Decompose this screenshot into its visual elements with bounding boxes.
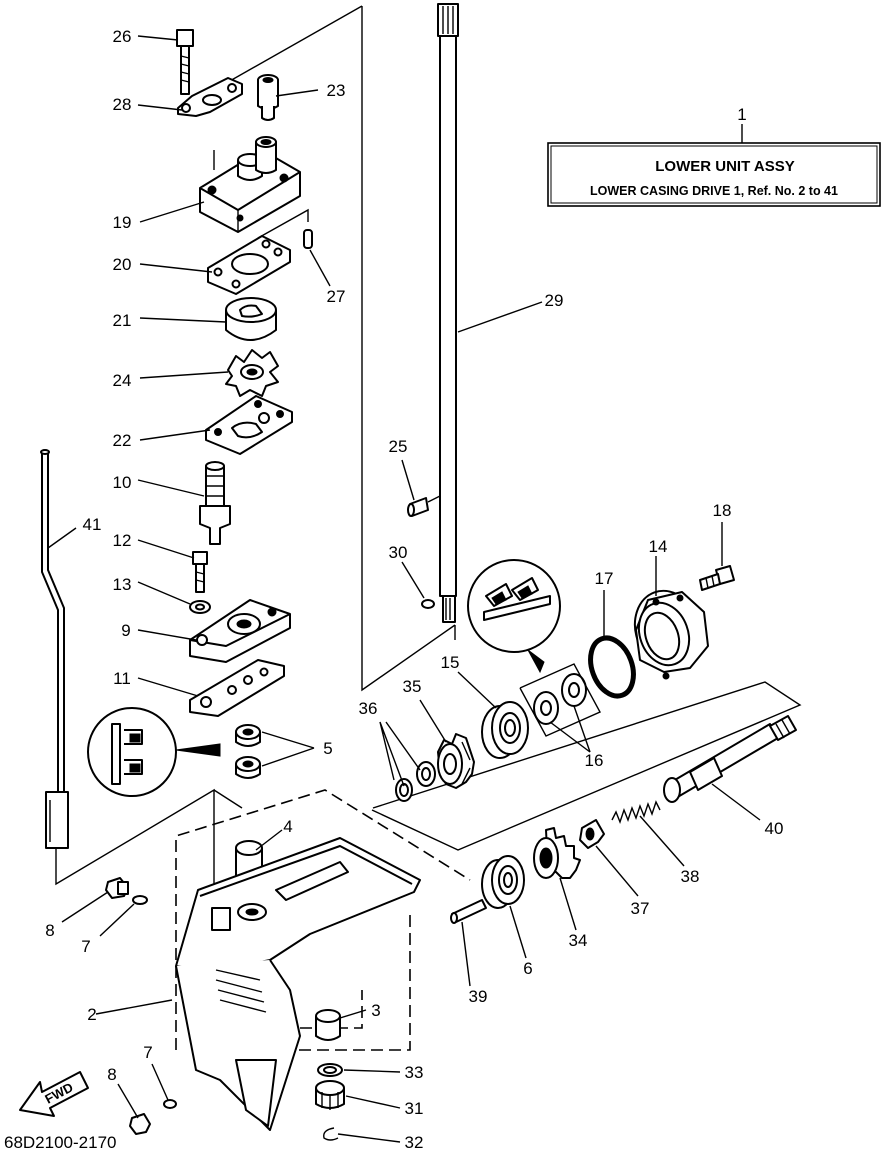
- bolt-18[interactable]: [699, 565, 735, 591]
- callout-2: 2: [87, 1005, 96, 1024]
- needle-bearing-31[interactable]: [315, 1080, 345, 1110]
- outer-plate-22[interactable]: [205, 395, 293, 455]
- title-box: 1 LOWER UNIT ASSY LOWER CASING DRIVE 1, …: [547, 105, 881, 207]
- title-box-subtitle: LOWER CASING DRIVE 1, Ref. No. 2 to 41: [590, 184, 838, 198]
- screw-8-lower[interactable]: [129, 1113, 151, 1135]
- o-ring-17[interactable]: [583, 632, 641, 702]
- pump-housing-19[interactable]: [199, 136, 301, 233]
- callout-33: 33: [405, 1063, 424, 1082]
- cartridge-21[interactable]: [225, 297, 277, 341]
- gasket-11[interactable]: [189, 659, 285, 717]
- callout-15: 15: [441, 653, 460, 672]
- callout-4: 4: [283, 817, 292, 836]
- callout-28: 28: [113, 95, 132, 114]
- callout-40: 40: [765, 819, 784, 838]
- ball-bearing-6[interactable]: [481, 855, 525, 909]
- base-plate-9[interactable]: [189, 599, 291, 663]
- callout-37: 37: [631, 899, 650, 918]
- callout-9: 9: [121, 621, 130, 640]
- clutch-37[interactable]: [579, 819, 605, 849]
- bolt-12[interactable]: [192, 551, 208, 593]
- callout-39: 39: [469, 987, 488, 1006]
- callout-38: 38: [681, 867, 700, 886]
- lower-casing-2[interactable]: [175, 837, 421, 1131]
- washer-33[interactable]: [317, 1063, 343, 1077]
- callout-6: 6: [523, 959, 532, 978]
- pin-39[interactable]: [450, 899, 487, 924]
- callout-18: 18: [713, 501, 732, 520]
- callout-1: 1: [737, 105, 746, 124]
- bushing-3[interactable]: [315, 1009, 341, 1041]
- shims-36[interactable]: [395, 761, 436, 802]
- shift-rod-41[interactable]: [40, 449, 69, 849]
- callout-26: 26: [113, 27, 132, 46]
- clip-30[interactable]: [421, 599, 435, 609]
- callout-5: 5: [323, 739, 332, 758]
- callout-36: 36: [359, 699, 378, 718]
- bearing-housing-14[interactable]: [624, 581, 712, 680]
- drive-shaft-29[interactable]: [437, 3, 459, 623]
- callout-21: 21: [113, 311, 132, 330]
- inset-detail-oil-seals: [467, 559, 561, 674]
- callout-8-upper: 8: [45, 921, 54, 940]
- callout-32: 32: [405, 1133, 424, 1152]
- pin-27[interactable]: [303, 229, 313, 249]
- callout-16: 16: [585, 751, 604, 770]
- callout-30: 30: [389, 543, 408, 562]
- leader-lines: [47, 35, 761, 1143]
- clip-32[interactable]: [323, 1127, 339, 1141]
- callout-31: 31: [405, 1099, 424, 1118]
- spring-38[interactable]: [611, 800, 661, 825]
- callout-7-lower: 7: [143, 1043, 152, 1062]
- callout-14: 14: [649, 537, 668, 556]
- callout-10: 10: [113, 473, 132, 492]
- impeller-24[interactable]: [225, 349, 279, 397]
- callout-8-lower: 8: [107, 1065, 116, 1084]
- sleeve-4[interactable]: [235, 840, 263, 881]
- callout-22: 22: [113, 431, 132, 450]
- group-outlines: [55, 5, 802, 935]
- callout-41: 41: [83, 515, 102, 534]
- water-tube-10[interactable]: [199, 461, 231, 545]
- callout-24: 24: [113, 371, 132, 390]
- bolt-26[interactable]: [176, 29, 194, 95]
- bevel-gear-35[interactable]: [437, 733, 475, 789]
- callout-20: 20: [113, 255, 132, 274]
- callout-7-upper: 7: [81, 937, 90, 956]
- callout-19: 19: [113, 213, 132, 232]
- screw-8-upper[interactable]: [105, 877, 129, 899]
- washer-13[interactable]: [189, 600, 211, 614]
- gasket-28[interactable]: [177, 77, 243, 117]
- forward-gear-34[interactable]: [533, 827, 581, 879]
- callout-3: 3: [371, 1001, 380, 1020]
- gasket-20[interactable]: [207, 235, 291, 295]
- diagram-code: 68D2100-2170: [4, 1133, 116, 1152]
- callout-labels: 26 28 23 19 20 27 21 24 22 10 12 13 9 11…: [45, 27, 783, 1152]
- title-box-title: LOWER UNIT ASSY: [655, 158, 794, 175]
- fwd-arrow-icon: FWD: [19, 1071, 89, 1117]
- washer-7-lower[interactable]: [163, 1099, 177, 1109]
- callout-35: 35: [403, 677, 422, 696]
- bearings-16[interactable]: [519, 663, 601, 737]
- bearings-5[interactable]: [235, 724, 261, 779]
- propeller-shaft-40[interactable]: [663, 715, 797, 803]
- washer-7-upper[interactable]: [132, 895, 148, 905]
- pin-25[interactable]: [407, 495, 441, 517]
- callout-17: 17: [595, 569, 614, 588]
- callout-23: 23: [327, 81, 346, 100]
- callout-27: 27: [327, 287, 346, 306]
- inset-detail-bearings: [87, 707, 221, 797]
- callout-34: 34: [569, 931, 588, 950]
- ball-bearing-15[interactable]: [481, 701, 529, 759]
- callout-12: 12: [113, 531, 132, 550]
- callout-29: 29: [545, 291, 564, 310]
- callout-11: 11: [113, 669, 131, 688]
- nozzle-23[interactable]: [257, 74, 279, 121]
- callout-13: 13: [113, 575, 132, 594]
- callout-25: 25: [389, 437, 408, 456]
